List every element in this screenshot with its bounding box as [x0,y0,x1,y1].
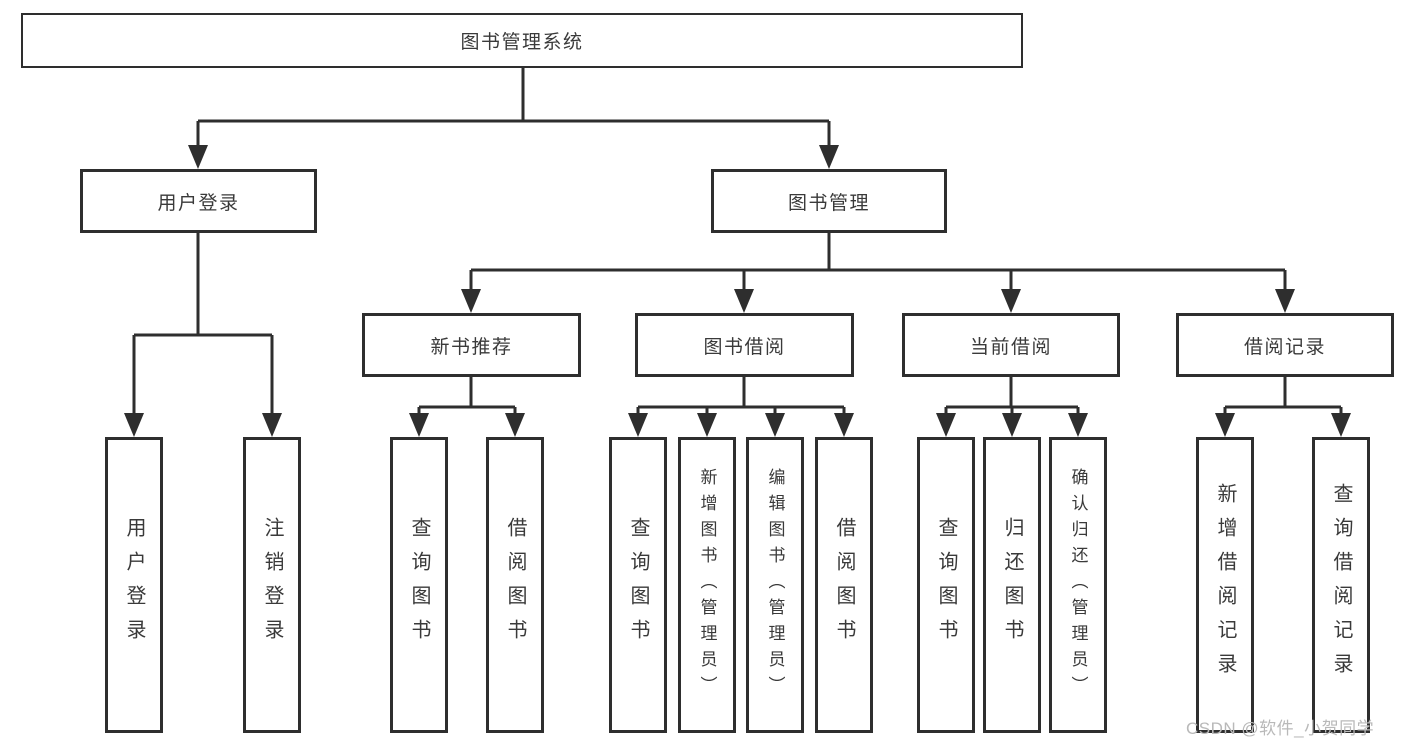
leaf-user-login: 用户登录 [105,437,163,733]
node-user-login-label: 用户登录 [157,192,240,214]
leaf-borrow-books-recommend-label: 借阅图书 [504,517,526,653]
leaf-add-books-admin: 新增图书（管理员） [678,437,736,733]
csdn-watermark: CSDN @软件_小贺同学 [1186,719,1375,738]
leaf-borrow-books: 借阅图书 [815,437,873,733]
node-root: 图书管理系统 [21,13,1023,68]
leaf-return-books: 归还图书 [983,437,1041,733]
leaf-query-books-recommend: 查询图书 [390,437,448,733]
node-book-borrow: 图书借阅 [635,313,854,377]
node-current-borrow: 当前借阅 [902,313,1120,377]
leaf-add-books-admin-label: 新增图书（管理员） [697,468,717,702]
leaf-add-borrow-record-label: 新增借阅记录 [1214,483,1236,687]
node-root-label: 图书管理系统 [460,32,584,53]
connector-paths [132,68,1343,418]
leaf-user-login-label: 用户登录 [123,517,145,653]
node-book-management-label: 图书管理 [787,192,870,214]
node-new-book-recommend-label: 新书推荐 [430,336,513,358]
node-new-book-recommend: 新书推荐 [362,313,581,377]
leaf-query-books-current: 查询图书 [917,437,975,733]
leaf-return-books-label: 归还图书 [1001,517,1023,653]
leaf-logout: 注销登录 [243,437,301,733]
leaf-borrow-books-label: 借阅图书 [833,517,855,653]
leaf-add-borrow-record: 新增借阅记录 [1196,437,1254,733]
leaf-logout-label: 注销登录 [261,517,283,653]
node-borrow-records: 借阅记录 [1176,313,1394,377]
node-user-login: 用户登录 [80,169,317,233]
node-book-management: 图书管理 [711,169,947,233]
node-book-borrow-label: 图书借阅 [703,336,786,358]
leaf-query-books-borrow: 查询图书 [609,437,667,733]
leaf-query-books-borrow-label: 查询图书 [627,517,649,653]
leaf-edit-books-admin: 编辑图书（管理员） [746,437,804,733]
node-borrow-records-label: 借阅记录 [1243,336,1326,358]
leaf-query-borrow-record: 查询借阅记录 [1312,437,1370,733]
leaf-query-borrow-record-label: 查询借阅记录 [1330,483,1352,687]
leaf-confirm-return-admin: 确认归还（管理员） [1049,437,1107,733]
leaf-edit-books-admin-label: 编辑图书（管理员） [765,468,785,702]
node-current-borrow-label: 当前借阅 [969,336,1052,358]
leaf-borrow-books-recommend: 借阅图书 [486,437,544,733]
leaf-query-books-recommend-label: 查询图书 [408,517,430,653]
leaf-confirm-return-admin-label: 确认归还（管理员） [1068,468,1088,702]
arrowheads [124,145,1351,437]
leaf-query-books-current-label: 查询图书 [935,517,957,653]
